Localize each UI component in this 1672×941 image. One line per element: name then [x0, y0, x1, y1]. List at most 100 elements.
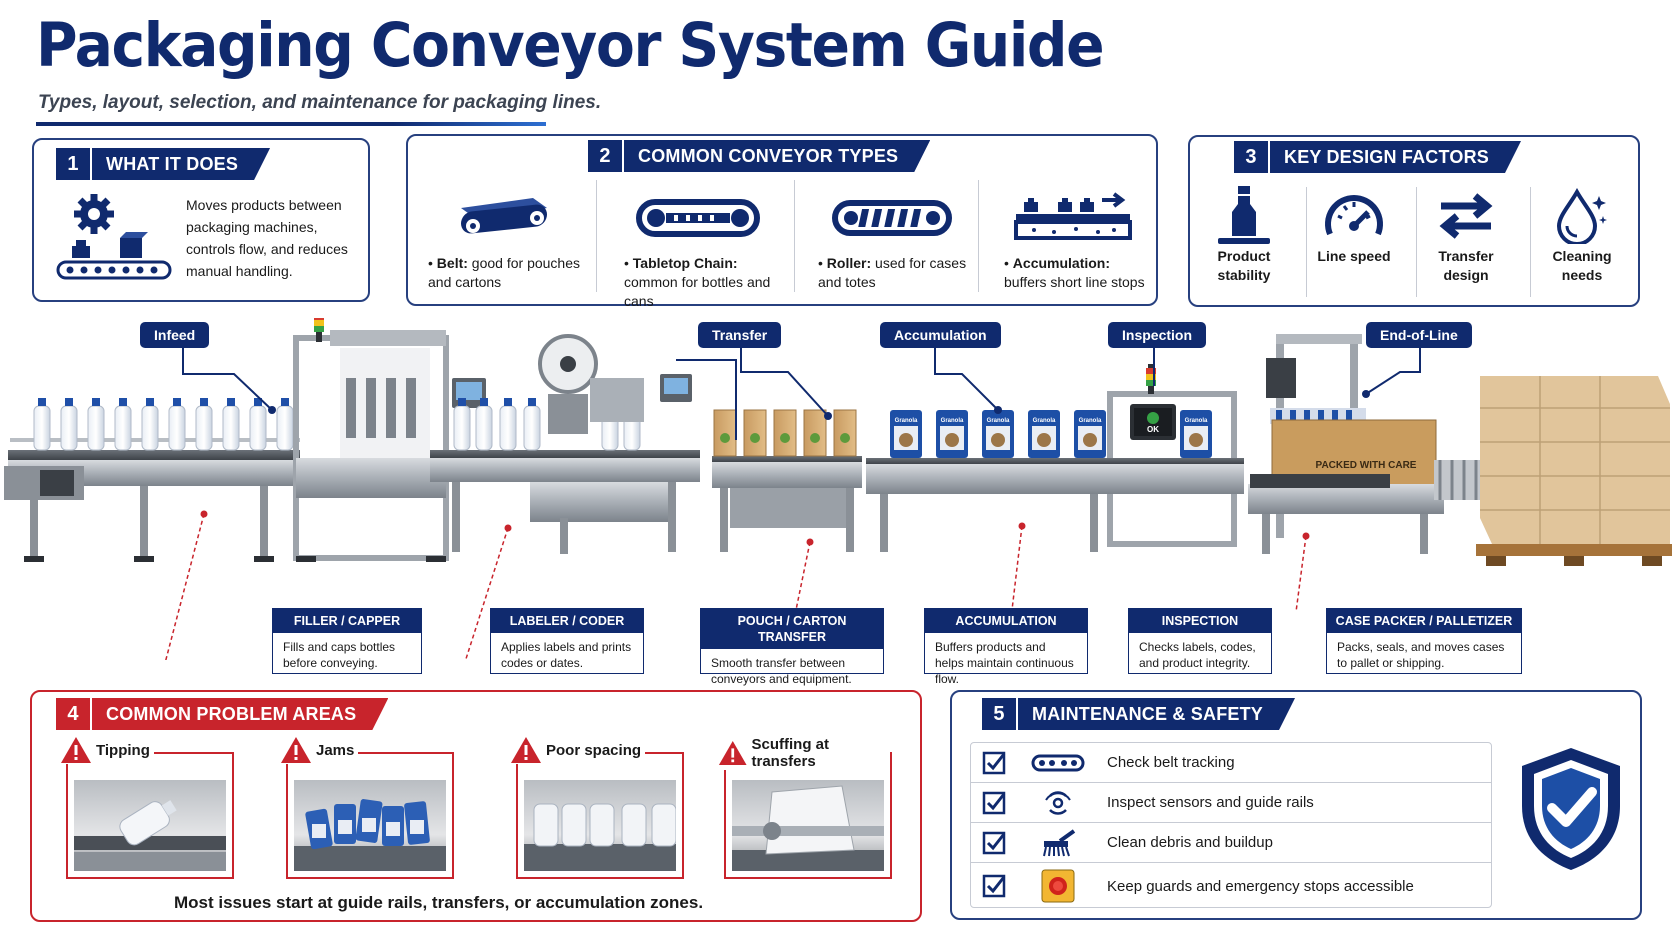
station-title: FILLER / CAPPER: [273, 609, 421, 633]
callout-inspection: Inspection: [1108, 322, 1207, 348]
checkbox-checked-icon: [982, 791, 1006, 814]
problem-label: Jams: [316, 741, 355, 759]
divider: [978, 180, 979, 292]
checklist-item: Inspect sensors and guide rails: [971, 783, 1491, 823]
section-title: KEY DESIGN FACTORS: [1270, 141, 1521, 173]
divider: [1530, 187, 1531, 297]
type-desc: common for bottles and cans: [624, 274, 771, 309]
problem-tipping: Tipping: [60, 736, 234, 879]
callout-end-of-line: End-of-Line: [1366, 322, 1472, 348]
station-desc: Applies labels and prints codes or dates…: [501, 640, 632, 670]
section-3-header: 3 KEY DESIGN FACTORS: [1234, 141, 1521, 173]
checklist-item: Check belt tracking: [971, 743, 1491, 783]
belt-tracking-icon: [1031, 754, 1085, 771]
warning-icon: [281, 737, 311, 763]
checkbox-checked-icon: [982, 831, 1006, 854]
section-number: 4: [56, 698, 92, 730]
pallet-load: [1476, 376, 1672, 566]
belt-conveyor-icon: [461, 198, 547, 234]
problem-areas-note: Most issues start at guide rails, transf…: [174, 893, 704, 912]
emergency-stop-icon: [1041, 869, 1075, 903]
maintenance-checklist: Check belt tracking Inspect sensors and …: [970, 742, 1492, 908]
maintenance-safety-panel: 5 MAINTENANCE & SAFETY Check belt tracki…: [950, 690, 1642, 920]
section-number: 3: [1234, 141, 1270, 173]
tabletop-chain-icon: [636, 199, 760, 237]
station-filler-capper: FILLER / CAPPER Fills and caps bottles b…: [272, 608, 422, 674]
type-roller: • Roller: used for cases and totes: [812, 192, 972, 292]
what-it-does-panel: 1 WHAT IT DOES Moves products between pa…: [32, 138, 370, 302]
problem-image-tipping: [74, 780, 226, 871]
section-number: 2: [588, 140, 624, 172]
factor-cleaning-needs: Cleaning needs: [1532, 185, 1632, 285]
divider: [1306, 187, 1307, 297]
factor-label: Cleaning needs: [1552, 248, 1612, 283]
section-title: COMMON CONVEYOR TYPES: [624, 140, 930, 172]
station-desc: Fills and caps bottles before conveying.: [283, 640, 396, 670]
station-desc: Smooth transfer between conveyors and eq…: [711, 656, 852, 686]
factor-line-speed: Line speed: [1304, 185, 1404, 266]
section-title: MAINTENANCE & SAFETY: [1018, 698, 1295, 730]
problem-image-poor-spacing: [524, 780, 676, 871]
type-desc: good for pouches and cartons: [428, 255, 581, 290]
pouch-row: Granola: [890, 410, 1106, 458]
inspection-station: OK: [1104, 364, 1244, 547]
sensor-icon: [1045, 790, 1071, 815]
section-1-header: 1 WHAT IT DOES: [56, 148, 270, 180]
station-pouch-carton-transfer: POUCH / CARTON TRANSFER Smooth transfer …: [700, 608, 884, 686]
type-name: Belt:: [436, 255, 468, 271]
checklist-text: Clean debris and buildup: [1107, 834, 1273, 851]
conveyor-gear-icon: [56, 194, 172, 280]
water-drop-icon: [1556, 188, 1607, 244]
roller-conveyor-icon: [832, 200, 952, 236]
section-number: 5: [982, 698, 1018, 730]
type-name: Accumulation:: [1012, 255, 1111, 271]
station-accumulation: ACCUMULATION Buffers products and helps …: [924, 608, 1088, 686]
section-4-header: 4 COMMON PROBLEM AREAS: [56, 698, 388, 730]
section-5-header: 5 MAINTENANCE & SAFETY: [982, 698, 1295, 730]
production-line-illustration: Granola OK PACKED WITH CARE: [4, 318, 1672, 566]
station-title: POUCH / CARTON TRANSFER: [701, 609, 883, 649]
page-title: Packaging Conveyor System Guide: [36, 10, 1105, 81]
station-title: INSPECTION: [1129, 609, 1271, 633]
brush-icon: [1043, 828, 1076, 856]
station-desc: Buffers products and helps maintain cont…: [935, 640, 1074, 686]
problem-jams: Jams: [280, 736, 454, 879]
type-name: Roller:: [826, 255, 872, 271]
station-title: LABELER / CODER: [491, 609, 643, 633]
design-factors-panel: 3 KEY DESIGN FACTORS Product stability L…: [1188, 135, 1640, 307]
checklist-item: Keep guards and emergency stops accessib…: [971, 863, 1491, 909]
problem-poor-spacing: Poor spacing: [510, 736, 684, 879]
callout-accumulation: Accumulation: [880, 322, 1001, 348]
accumulation-conveyor-icon: [1014, 192, 1132, 240]
callout-transfer: Transfer: [698, 322, 782, 348]
divider: [596, 180, 597, 292]
section-2-header: 2 COMMON CONVEYOR TYPES: [588, 140, 930, 172]
callout-infeed: Infeed: [140, 322, 210, 348]
divider: [794, 180, 795, 292]
problem-label: Tipping: [96, 741, 150, 759]
problem-image-jams: [294, 780, 446, 871]
factor-transfer-design: Transfer design: [1416, 185, 1516, 285]
transfer-conveyor: [712, 409, 862, 552]
factor-product-stability: Product stability: [1194, 185, 1294, 285]
checkbox-checked-icon: [982, 874, 1006, 898]
callout-leaders: [165, 336, 1421, 660]
type-desc: buffers short line stops: [1004, 274, 1145, 290]
title-underline: [36, 122, 546, 126]
factor-label: Line speed: [1317, 248, 1391, 264]
accumulation-conveyor: Granola: [866, 410, 1106, 552]
section-number: 1: [56, 148, 92, 180]
labeler-unit: [538, 334, 692, 434]
bottle-icon: [1218, 186, 1270, 244]
warning-icon: [511, 737, 541, 763]
factor-label: Product stability: [1217, 248, 1271, 283]
checklist-text: Check belt tracking: [1107, 754, 1235, 771]
type-accumulation: • Accumulation: buffers short line stops: [998, 192, 1148, 292]
station-title: ACCUMULATION: [925, 609, 1087, 633]
divider: [1416, 187, 1417, 297]
station-desc: Checks labels, codes, and product integr…: [1139, 640, 1256, 670]
checklist-text: Inspect sensors and guide rails: [1107, 794, 1314, 811]
section-title: COMMON PROBLEM AREAS: [92, 698, 388, 730]
speedometer-icon: [1325, 195, 1383, 236]
type-belt: • Belt: good for pouches and cartons: [422, 192, 582, 292]
